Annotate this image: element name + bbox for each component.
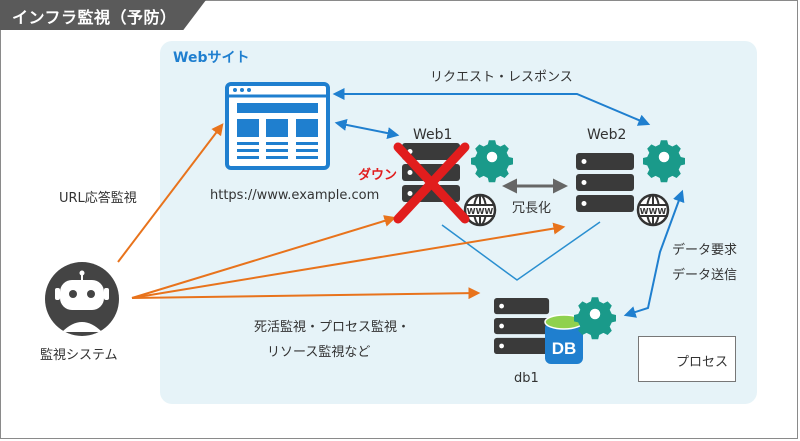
website-label: Webサイト — [173, 50, 250, 66]
site-url-label: https://www.example.com — [210, 188, 380, 203]
down-cross-icon — [393, 142, 470, 224]
browser-web1-arrow — [334, 118, 400, 140]
web1-label: Web1 — [413, 127, 453, 143]
monitor-db-arrow — [131, 287, 481, 300]
svg-text:DB: DB — [552, 339, 577, 358]
web2-process-gear-icon — [643, 140, 685, 183]
request-response-label: リクエスト・レスポンス — [430, 70, 573, 85]
web1-globe-icon: WWW — [463, 193, 497, 227]
request-response-arrow — [332, 88, 651, 126]
page-title: インフラ監視（予防） — [12, 8, 177, 27]
title-tab — [0, 0, 206, 30]
legend-box — [638, 336, 736, 382]
svg-text:WWW: WWW — [467, 207, 494, 216]
alive-monitor-label-line1: 死活監視・プロセス監視・ — [254, 320, 411, 335]
down-label: ダウン — [358, 168, 398, 183]
db1-label: db1 — [514, 371, 539, 386]
url-monitor-arrow — [117, 123, 224, 263]
data-request-label: データ要求 — [672, 243, 738, 258]
db-connection-lines — [441, 221, 601, 281]
alive-monitor-label-line2: リソース監視など — [267, 345, 371, 360]
monitor-web1-arrow — [131, 215, 397, 299]
svg-text:WWW: WWW — [640, 207, 667, 216]
data-exchange-arrow — [623, 189, 685, 318]
web2-server-icon — [576, 153, 634, 212]
legend-process-label: プロセス — [676, 355, 729, 370]
monitoring-system-label: 監視システム — [40, 348, 118, 363]
url-monitor-label: URL応答監視 — [59, 191, 137, 206]
db1-server-icon — [494, 298, 550, 355]
db-badge-icon: DB — [544, 314, 584, 364]
web1-server-icon — [402, 143, 460, 202]
monitor-web2-arrow — [131, 222, 566, 299]
web2-globe-icon: WWW — [636, 193, 670, 227]
data-send-label: データ送信 — [672, 268, 738, 283]
monitoring-system-avatar — [45, 262, 119, 336]
web1-process-gear-icon — [471, 140, 513, 183]
browser-window-icon — [225, 82, 330, 170]
redundancy-label: 冗長化 — [512, 201, 552, 216]
web2-label: Web2 — [587, 127, 627, 143]
